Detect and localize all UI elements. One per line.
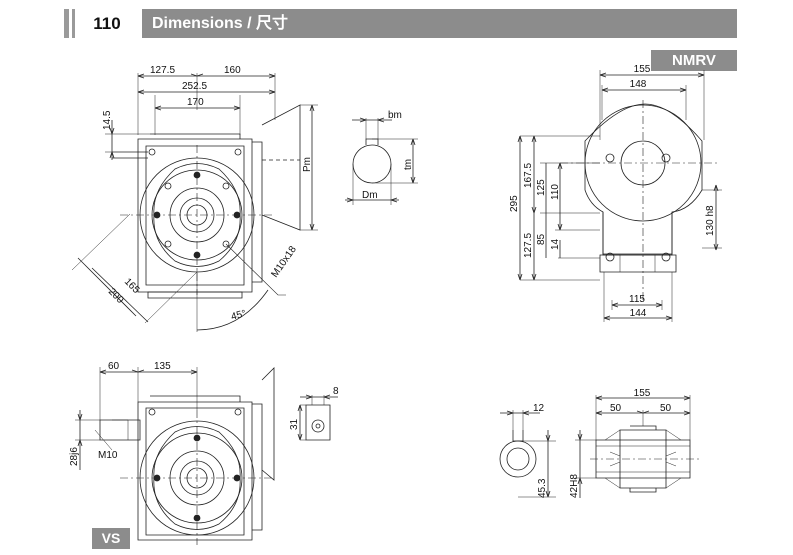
- dim-pm: Pm: [302, 157, 313, 172]
- vs-shaft-end-drawing: [297, 394, 338, 441]
- dim-45-deg: 45°: [230, 308, 247, 323]
- header-bar-thin: [72, 9, 75, 38]
- dim-bm: bm: [388, 110, 402, 121]
- dim-127-5-lower: 127.5: [523, 233, 534, 258]
- dim-vs-135: 135: [154, 361, 171, 372]
- dim-vs-8: 8: [333, 386, 339, 397]
- dim-45-3: 45.3: [537, 478, 548, 498]
- dim-vs-31: 31: [289, 418, 300, 430]
- dim-14-5: 14.5: [102, 110, 113, 130]
- nmrv-side-drawing: [71, 73, 318, 332]
- dim-125: 125: [536, 179, 547, 196]
- dim-85: 85: [536, 233, 547, 245]
- dim-m10x18: M10x18: [269, 244, 299, 280]
- dim-vs-60: 60: [108, 361, 120, 372]
- dim-front-155: 155: [634, 64, 651, 75]
- dim-127-5: 127.5: [150, 65, 175, 76]
- dim-shaft-155: 155: [634, 388, 651, 399]
- nmrv-tag: NMRV: [651, 50, 737, 71]
- dim-252-5: 252.5: [182, 81, 207, 92]
- dim-front-148: 148: [630, 79, 647, 90]
- keyway-detail: [345, 117, 418, 205]
- dim-tm: tm: [403, 159, 414, 170]
- dim-144: 144: [630, 308, 647, 319]
- dim-dm: Dm: [362, 190, 378, 201]
- shaft-section-drawing: [575, 395, 700, 498]
- title-band: Dimensions / 尺寸: [142, 9, 737, 38]
- dim-170: 170: [187, 97, 204, 108]
- vs-drawing: [75, 367, 275, 545]
- vs-tag: VS: [92, 528, 130, 549]
- dim-14: 14: [550, 238, 561, 250]
- dim-110: 110: [550, 184, 561, 200]
- page-title: Dimensions / 尺寸: [152, 15, 289, 32]
- dim-167-5: 167.5: [523, 163, 534, 188]
- dim-50-right: 50: [660, 403, 672, 414]
- dim-42h8: 42H8: [569, 474, 580, 498]
- dim-50-left: 50: [610, 403, 622, 414]
- hollow-shaft-detail: [499, 410, 556, 498]
- dim-295: 295: [509, 195, 520, 212]
- dim-vs-m10: M10: [98, 450, 118, 461]
- header-bar-left: [64, 9, 69, 38]
- page-header: 110 Dimensions / 尺寸: [64, 9, 737, 38]
- dim-165: 165: [122, 276, 142, 296]
- dim-vs-28j6: 28j6: [69, 447, 80, 466]
- page-number: 110: [93, 14, 121, 33]
- nmrv-front-drawing: [517, 70, 722, 322]
- dim-115: 115: [629, 294, 645, 305]
- dim-12: 12: [533, 403, 545, 414]
- dim-160: 160: [224, 65, 241, 76]
- dim-130-h8: 130 h8: [705, 205, 716, 236]
